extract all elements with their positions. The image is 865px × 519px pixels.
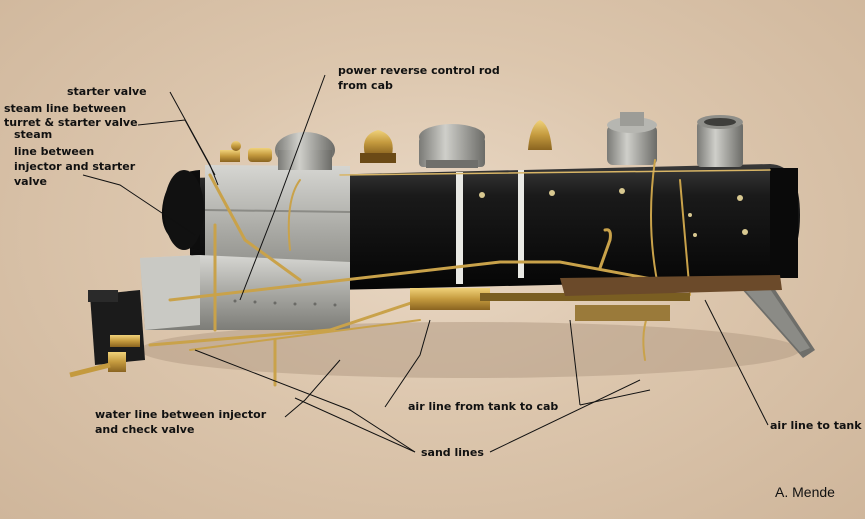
starter-valve-fitting: [220, 141, 272, 162]
boiler-band: [518, 170, 524, 278]
label-water-line-1: water line between injector: [95, 408, 267, 421]
leader-lines: [82, 74, 769, 453]
label-steam-line-injector-1: steam: [14, 128, 53, 141]
label-steam-line-turret-1: steam line between: [4, 102, 127, 115]
dome-3: [607, 112, 657, 165]
photo-credit: A. Mende: [775, 484, 835, 500]
shadow: [140, 322, 800, 378]
label-air-line-tank-cab: air line from tank to cab: [408, 400, 559, 413]
dome-2: [419, 124, 485, 168]
label-water-line-2: and check valve: [95, 423, 195, 436]
label-power-reverse-1: power reverse control rod: [338, 64, 500, 77]
label-starter-valve: starter valve: [67, 85, 147, 98]
firebox-end: [770, 168, 798, 278]
rivets: [479, 188, 748, 237]
label-steam-line-injector-2: line between: [14, 145, 95, 158]
label-steam-line-injector-3: injector and starter: [14, 160, 136, 173]
label-air-line-to-tank: air line to tank: [770, 419, 862, 432]
dome-4: [697, 115, 743, 167]
label-power-reverse-2: from cab: [338, 79, 393, 92]
label-steam-line-turret-2: turret & starter valve: [4, 116, 138, 129]
bell: [360, 130, 396, 163]
label-steam-line-injector-4: valve: [14, 175, 47, 188]
brass-piping: [148, 159, 771, 387]
running-board: [560, 275, 782, 296]
sand-dome-fitting: [528, 120, 552, 150]
air-pump: [410, 288, 490, 310]
boiler-band: [456, 172, 463, 284]
injector: [69, 335, 140, 378]
label-sand-lines: sand lines: [421, 446, 484, 459]
dome-1: [275, 132, 335, 170]
